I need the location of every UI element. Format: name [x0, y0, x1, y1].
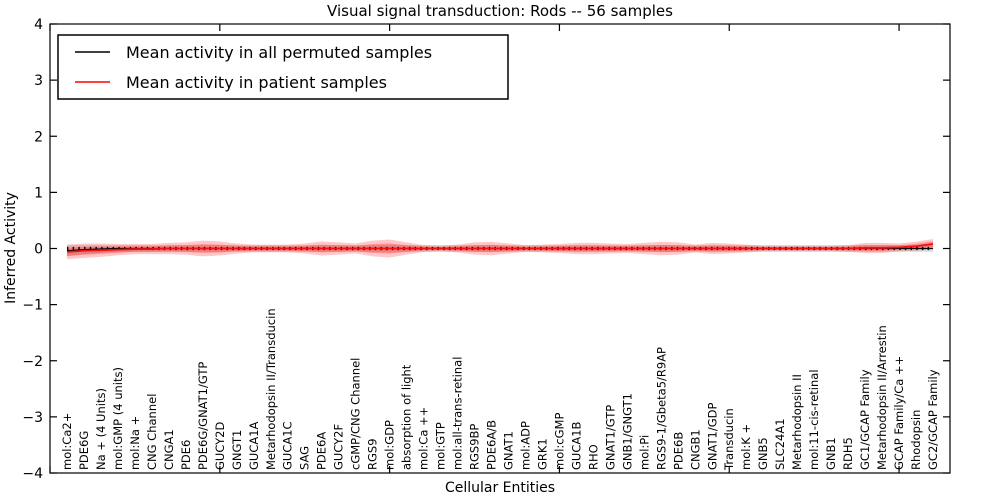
x-category-label: Metarhodopsin II	[790, 374, 804, 470]
x-category-label: CNG Channel	[145, 394, 159, 470]
legend: Mean activity in all permuted samples Me…	[57, 34, 509, 100]
y-axis-label: Inferred Activity	[3, 192, 19, 304]
x-category-label: CNGA1	[162, 429, 176, 470]
y-tick-label: 1	[34, 185, 43, 201]
legend-box	[57, 34, 509, 100]
x-category-label: mol:11-cis-retinal	[807, 369, 821, 470]
x-category-label: mol:cGMP	[552, 413, 566, 470]
legend-label-permuted: Mean activity in all permuted samples	[126, 43, 432, 62]
y-tick-label: −3	[22, 410, 43, 426]
x-category-label: RGS9BP	[468, 424, 482, 470]
x-category-label: Na + (4 Units)	[94, 388, 108, 470]
x-category-label: GC1/GCAP Family	[858, 369, 872, 470]
legend-label-patient: Mean activity in patient samples	[126, 73, 387, 92]
x-category-label: Transducin	[722, 408, 736, 471]
y-tick-label: −1	[22, 298, 43, 314]
x-category-label: GCAP Family/Ca ++	[892, 356, 906, 470]
x-category-label: mol:all-trans-retinal	[451, 357, 465, 470]
x-category-label: GNAT1/GDP	[705, 403, 719, 470]
x-category-label: PDE6G/GNAT1/GTP	[196, 362, 210, 470]
x-category-label: SAG	[298, 446, 312, 470]
x-category-label: Metarhodopsin II/Transducin	[264, 308, 278, 470]
x-category-label: GUCA1B	[569, 421, 583, 470]
y-tick-label: 3	[34, 73, 43, 89]
y-tick-label: 4	[34, 17, 43, 33]
x-category-label: mol:Ca2+	[60, 413, 74, 470]
patient-mean-line	[66, 243, 934, 253]
y-tick-label: −2	[22, 354, 43, 370]
x-category-label: GUCY2F	[332, 424, 346, 470]
x-category-label: PDE6A	[315, 432, 329, 470]
x-category-label: mol:ADP	[518, 421, 532, 470]
y-tick-label: 0	[34, 242, 43, 258]
x-category-label: RGS9-1/Gbeta5/R9AP	[654, 347, 668, 470]
x-category-label: mol:GMP (4 units)	[111, 367, 125, 470]
axis-ticks	[49, 23, 950, 474]
x-axis-label: Cellular Entities	[445, 480, 555, 496]
x-category-label: GNAT1/GTP	[603, 405, 617, 470]
data-bands	[66, 238, 934, 260]
y-tick-label: 2	[34, 129, 43, 145]
x-category-label: PDE6A/B	[485, 420, 499, 470]
x-category-label: PDE6G	[77, 431, 91, 470]
x-category-label: Rhodopsin	[909, 410, 923, 470]
x-category-label: GUCA1A	[247, 421, 261, 470]
chart-title: Visual signal transduction: Rods -- 56 s…	[327, 2, 673, 20]
x-category-label: mol:GDP	[383, 420, 397, 470]
x-category-label: GNB1/GNGT1	[620, 393, 634, 470]
x-category-label: GNGT1	[230, 430, 244, 470]
x-category-label: GNB1	[824, 437, 838, 470]
x-category-label: absorption of light	[400, 364, 414, 470]
x-category-label: GUCA1C	[281, 421, 295, 470]
x-category-label: PDE6B	[671, 432, 685, 470]
x-category-label: mol:GTP	[434, 422, 448, 470]
y-tick-labels: 4 3 2 1 0 −1 −2 −3 −4	[22, 17, 43, 482]
y-tick-label: −4	[22, 466, 43, 482]
x-category-label: RHO	[586, 444, 600, 470]
x-category-label: cGMP/CNG Channel	[349, 358, 363, 470]
x-category-label: RDH5	[841, 437, 855, 470]
x-category-label: GNAT1	[501, 431, 515, 470]
x-category-label: mol:Na +	[128, 416, 142, 470]
x-category-label: PDE6	[179, 440, 193, 470]
x-category-label: mol:Ca ++	[417, 407, 431, 470]
x-category-label: CNGB1	[688, 429, 702, 470]
x-category-label: GNB5	[756, 437, 770, 470]
x-category-label: mol:Pi	[637, 435, 651, 470]
x-category-label: GRK1	[535, 438, 549, 470]
x-category-label: Metarhodopsin II/Arrestin	[875, 325, 889, 470]
x-category-label: GUCY2D	[213, 422, 227, 470]
x-category-label: SLC24A1	[773, 418, 787, 470]
x-category-label: RGS9	[366, 438, 380, 470]
x-category-label: GC2/GCAP Family	[926, 369, 940, 470]
x-category-label: mol:K +	[739, 424, 753, 470]
